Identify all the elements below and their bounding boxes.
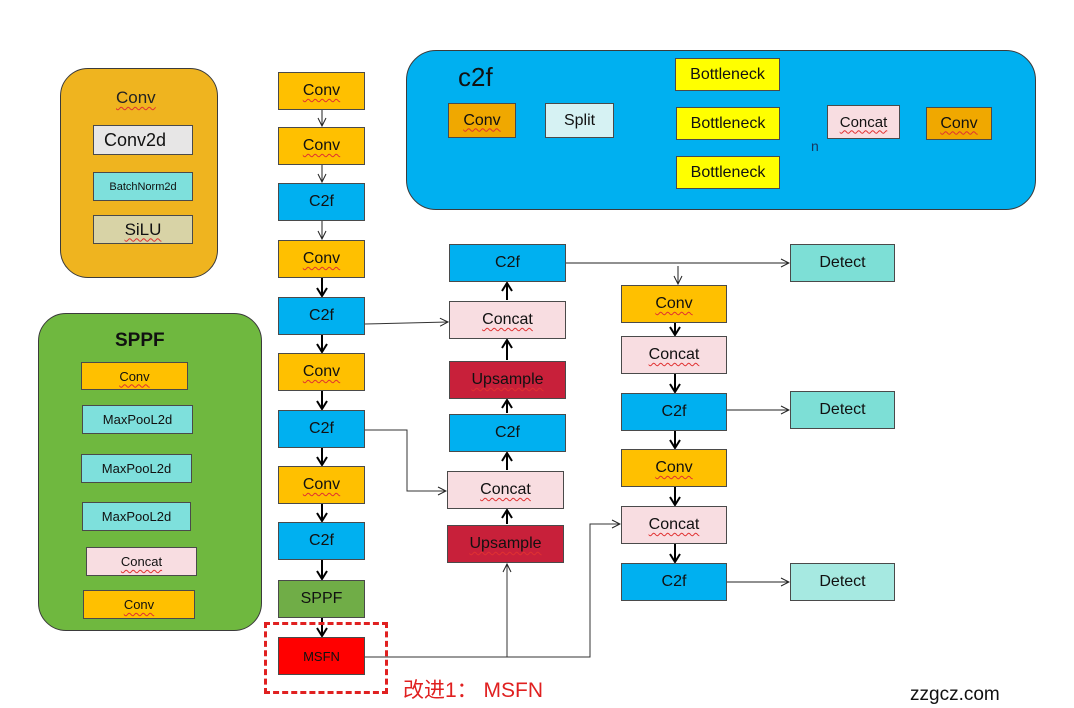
sppf-conv-out-label: Conv <box>123 597 155 612</box>
backbone-c2f-block-9: C2f <box>278 522 365 560</box>
c2f-p3-to-concat <box>365 429 446 491</box>
neck-up-upsample-label-6: Upsample <box>469 535 542 552</box>
c2f-conv-out-label: Conv <box>940 114 978 132</box>
bottleneck-block-3: Bottleneck <box>676 156 780 189</box>
silu-label: SiLU <box>124 219 162 239</box>
backbone-c2f-label-3: C2f <box>309 193 334 210</box>
sppf-panel-title: SPPF <box>115 330 165 351</box>
detect-head-label-1: Detect <box>819 254 866 271</box>
c2f-split-block: Split <box>545 103 614 138</box>
c2f-p4-to-concat <box>364 322 448 324</box>
conv2d-label: Conv2d <box>104 129 167 150</box>
backbone-conv-block-6: Conv <box>278 353 365 391</box>
watermark: zzgcz.com <box>910 684 1000 705</box>
sppf-conv-in-label: Conv <box>119 368 150 384</box>
backbone-c2f-label-7: C2f <box>309 420 334 437</box>
maxpool2d-block-2: MaxPooL2d <box>81 454 192 483</box>
sppf-conv-in-block: Conv <box>81 362 188 390</box>
detect-head-block-2: Detect <box>790 391 895 429</box>
sppf-concat-label: Concat <box>120 554 163 569</box>
maxpool2d-label-1: MaxPooL2d <box>102 412 173 427</box>
backbone-conv-label-4: Conv <box>302 250 341 267</box>
conv2d-block: Conv2d <box>93 125 193 155</box>
neck-up-c2f-block-4: C2f <box>449 414 566 452</box>
neck-down-c2f-label-3: C2f <box>661 403 687 420</box>
neck-down-concat-block-2: Concat <box>621 336 727 374</box>
backbone-msfn-block-11: MSFN <box>278 637 365 675</box>
maxpool2d-label-2: MaxPooL2d <box>101 461 172 476</box>
neck-up-upsample-block-3: Upsample <box>449 361 566 399</box>
backbone-conv-label-8: Conv <box>302 476 341 493</box>
msfn-to-neck-concat <box>365 524 620 658</box>
backbone-conv-block-8: Conv <box>278 466 365 504</box>
neck-up-c2f-label-1: C2f <box>495 254 520 271</box>
sppf-conv-out-block: Conv <box>83 590 195 619</box>
backbone-c2f-block-5: C2f <box>278 297 365 335</box>
neck-down-concat-label-2: Concat <box>648 346 700 363</box>
silu-block: SiLU <box>93 215 193 244</box>
backbone-sppf-label-10: SPPF <box>300 590 343 607</box>
c2f-conv-in-block: Conv <box>448 103 516 138</box>
neck-up-concat-block-2: Concat <box>449 301 566 339</box>
neck-up-concat-block-5: Concat <box>447 471 564 509</box>
neck-down-concat-block-5: Concat <box>621 506 727 544</box>
backbone-c2f-block-3: C2f <box>278 183 365 221</box>
maxpool2d-block-3: MaxPooL2d <box>82 502 191 531</box>
detect-head-block-1: Detect <box>790 244 895 282</box>
backbone-conv-block-2: Conv <box>278 127 365 165</box>
bottleneck-label-3: Bottleneck <box>690 163 766 181</box>
neck-down-concat-label-5: Concat <box>648 516 700 533</box>
c2f-concat-label: Concat <box>839 113 888 131</box>
backbone-sppf-block-10: SPPF <box>278 580 365 618</box>
c2f-panel-title: c2f <box>458 62 493 92</box>
neck-up-c2f-block-1: C2f <box>449 244 566 282</box>
backbone-c2f-block-7: C2f <box>278 410 365 448</box>
maxpool2d-label-3: MaxPooL2d <box>101 509 172 524</box>
backbone-conv-block-1: Conv <box>278 72 365 110</box>
neck-down-conv-label-1: Conv <box>655 295 693 312</box>
detect-head-label-3: Detect <box>819 573 866 590</box>
backbone-conv-label-1: Conv <box>302 82 341 99</box>
backbone-c2f-label-5: C2f <box>309 307 334 324</box>
msfn-highlight-frame <box>264 622 388 694</box>
neck-down-conv-block-4: Conv <box>621 449 727 487</box>
detect-head-label-2: Detect <box>819 401 866 418</box>
bottleneck-block-1: Bottleneck <box>675 58 780 91</box>
c2f-split-label: Split <box>563 111 596 129</box>
c2f-conv-out-block: Conv <box>926 107 992 140</box>
neck-up-concat-label-2: Concat <box>482 311 533 328</box>
batchnorm2d-label: BatchNorm2d <box>109 180 177 193</box>
neck-down-c2f-block-6: C2f <box>621 563 727 601</box>
c2f-conv-in-label: Conv <box>463 111 501 129</box>
backbone-conv-block-4: Conv <box>278 240 365 278</box>
backbone-c2f-label-9: C2f <box>309 532 334 549</box>
bottleneck-label-1: Bottleneck <box>690 65 765 83</box>
neck-down-c2f-block-3: C2f <box>621 393 727 431</box>
backbone-msfn-label-11: MSFN <box>303 648 340 664</box>
conv-panel-title: Conv <box>116 88 156 107</box>
bottleneck-label-2: Bottleneck <box>690 114 766 132</box>
c2f-n-label: n <box>811 138 819 154</box>
backbone-conv-label-6: Conv <box>302 363 341 380</box>
neck-up-c2f-label-4: C2f <box>495 424 520 441</box>
detect-head-block-3: Detect <box>790 563 895 601</box>
backbone-conv-label-2: Conv <box>302 137 341 154</box>
c2f-concat-block: Concat <box>827 105 900 139</box>
neck-down-conv-label-4: Conv <box>655 459 693 476</box>
neck-down-conv-block-1: Conv <box>621 285 727 323</box>
bottleneck-block-2: Bottleneck <box>676 107 780 140</box>
neck-up-upsample-block-6: Upsample <box>447 525 564 563</box>
neck-down-c2f-label-6: C2f <box>661 573 687 590</box>
neck-up-concat-label-5: Concat <box>480 481 531 498</box>
batchnorm2d-block: BatchNorm2d <box>93 172 193 201</box>
neck-up-upsample-label-3: Upsample <box>471 371 544 388</box>
maxpool2d-block-1: MaxPooL2d <box>82 405 193 434</box>
improvement-annotation: 改进1： MSFN <box>403 679 544 702</box>
sppf-concat-block: Concat <box>86 547 197 576</box>
